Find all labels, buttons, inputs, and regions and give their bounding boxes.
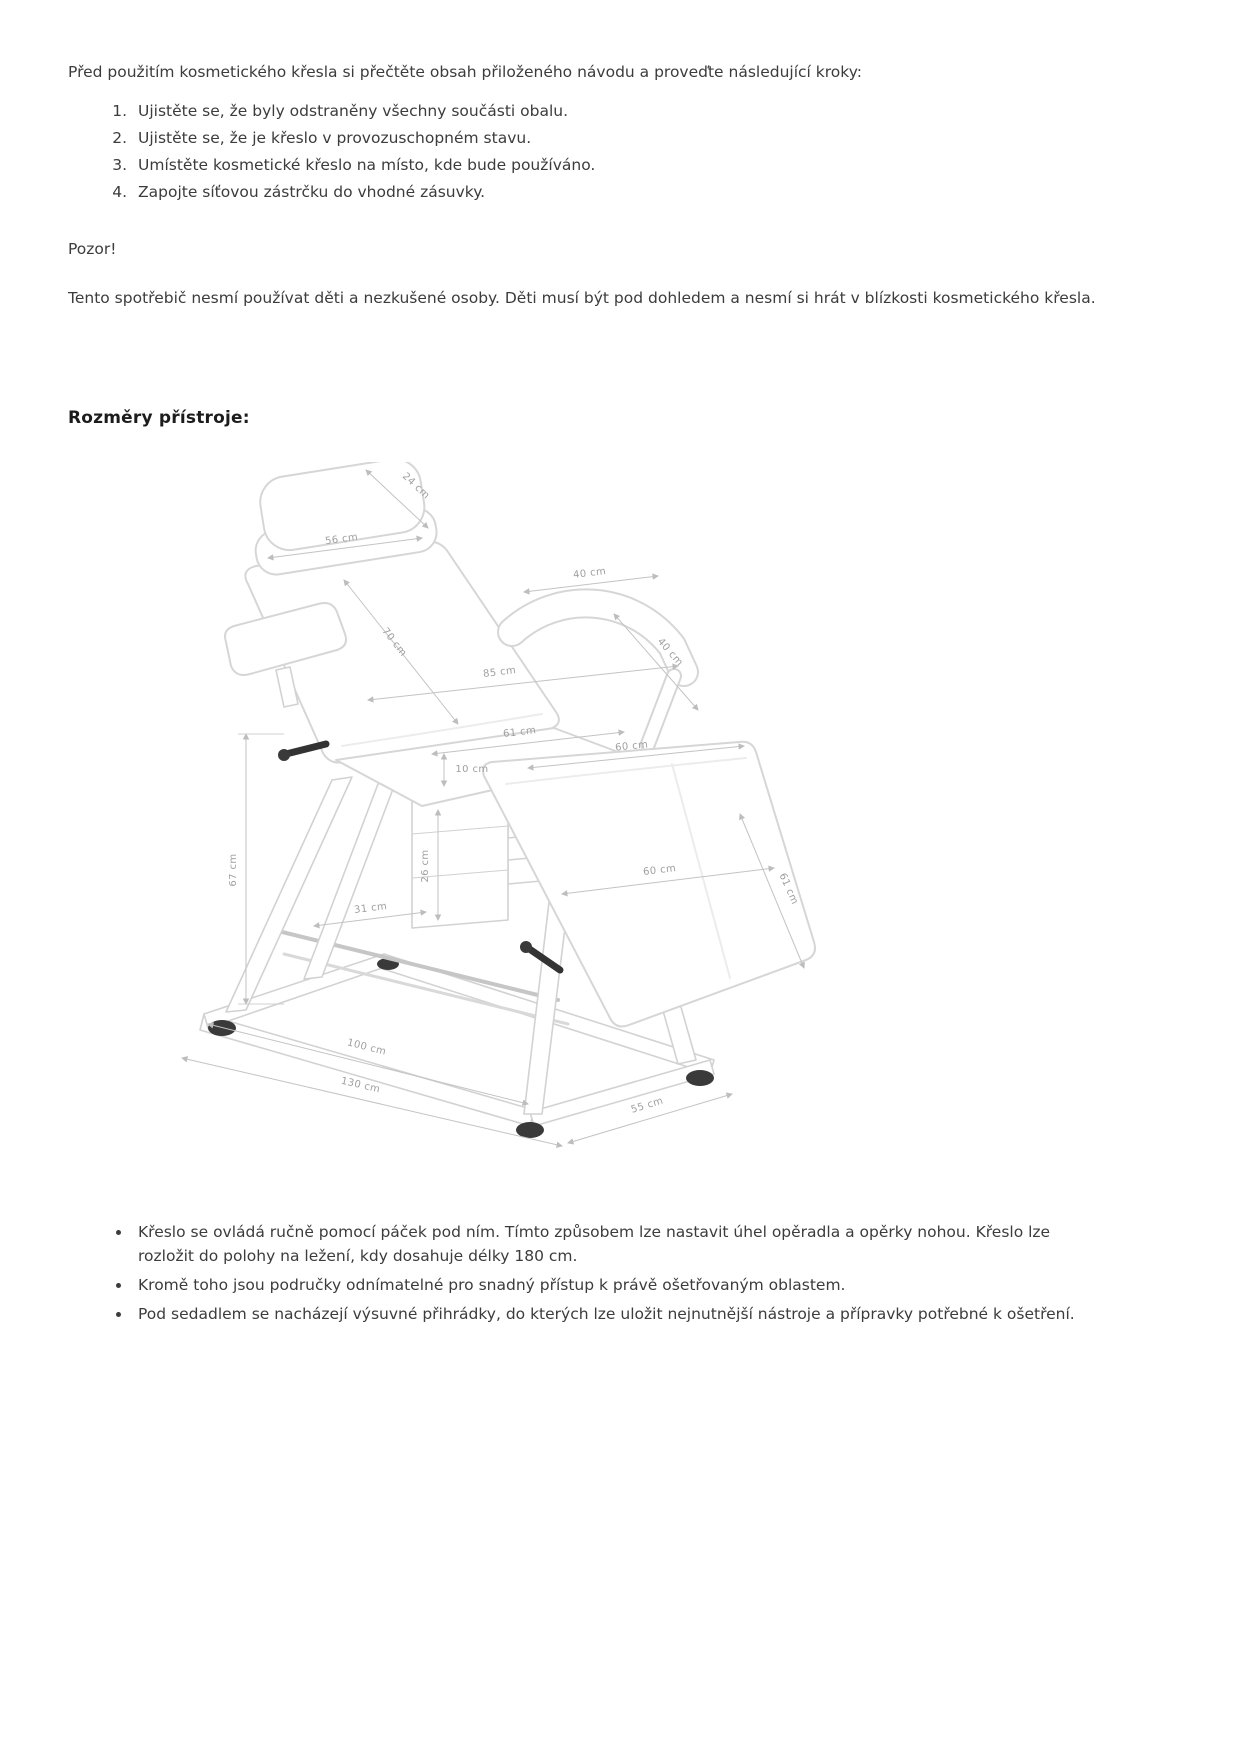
setup-step: Ujistěte se, že byly odstraněny všechny … [132, 98, 1068, 125]
dim-frame-height-label: 67 cm [228, 853, 239, 886]
lever-knob [278, 748, 290, 761]
chair-illustration: 24 cm 56 cm 70 cm 40 cm 40 cm 85 cm 61 c… [181, 457, 816, 1148]
dim-armrest-span-label: 40 cm [573, 566, 607, 581]
chair-foot [516, 1121, 544, 1138]
warning-title: Pozor! [68, 239, 117, 258]
dim-seat-width-label: 61 cm [503, 725, 537, 740]
dim-backrest-width-label: 85 cm [483, 665, 517, 680]
feature-notes-list: Křeslo se ovládá ručně pomocí páček pod … [68, 1220, 1083, 1326]
dim-legrest-width-label: 60 cm [643, 863, 677, 878]
dim-seat-thickness-label: 10 cm [455, 764, 488, 775]
note-item: Kromě toho jsou područky odnímatelné pro… [132, 1273, 1083, 1297]
base-rail-front [529, 1058, 715, 1127]
note-item: Pod sedadlem se nacházejí výsuvné přihrá… [132, 1302, 1083, 1326]
note-item: Křeslo se ovládá ručně pomocí páček pod … [132, 1220, 1083, 1268]
warning-text: Tento spotřebič nesmí používat děti a ne… [68, 288, 1096, 307]
base-rail-back [203, 952, 389, 1029]
dim-legrest-top-width-label: 60 cm [615, 739, 649, 753]
setup-step: Ujistěte se, že je křeslo v provozuschop… [132, 125, 1068, 152]
chair-leg [225, 775, 353, 1013]
chair-foot [686, 1069, 714, 1086]
dimensions-heading: Rozměry přístroje: [68, 407, 250, 428]
base-rail-left [199, 1012, 535, 1127]
adjustment-lever [524, 944, 564, 974]
dim-base-length-label: 100 cm [346, 1037, 387, 1057]
dim-base-width-label: 55 cm [630, 1095, 665, 1115]
lever-knob [520, 940, 532, 953]
dim-headrest-width-label: 56 cm [324, 531, 358, 547]
dim-drawer-height-label: 26 cm [420, 849, 431, 882]
chrome-crossbar [282, 952, 570, 1026]
intro-paragraph: Před použitím kosmetického křesla si pře… [68, 63, 862, 81]
legrest-cushion [482, 740, 816, 1027]
adjustment-lever [282, 740, 330, 758]
setup-step: Umístěte kosmetické křeslo na místo, kde… [132, 152, 1068, 179]
setup-steps-list: Ujistěte se, že byly odstraněny všechny … [68, 98, 1068, 207]
armrest-left-support [275, 665, 299, 708]
dim-base-inner-label: 31 cm [354, 901, 388, 916]
setup-step: Zapojte síťovou zástrčku do vhodné zásuv… [132, 179, 1068, 206]
chair-diagram: 24 cm 56 cm 70 cm 40 cm 40 cm 85 cm 61 c… [126, 457, 916, 1164]
